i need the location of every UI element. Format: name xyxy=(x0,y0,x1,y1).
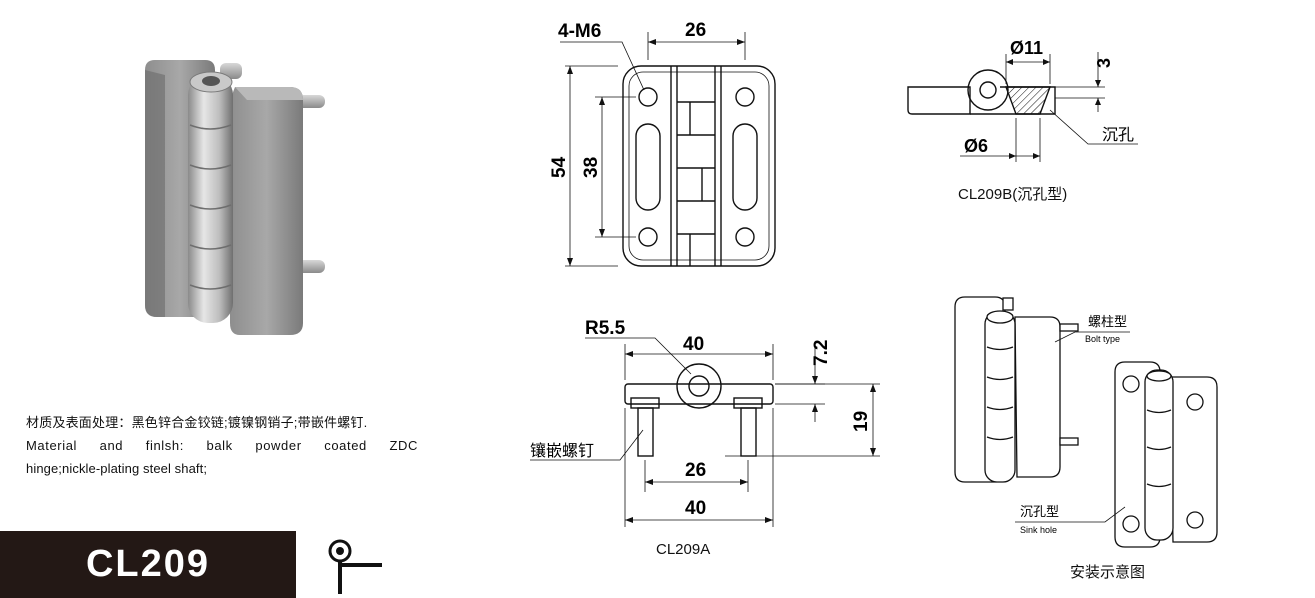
front-holes-label: 4-M6 xyxy=(558,21,601,42)
model-number: CL209 xyxy=(85,543,211,585)
install-sink-en-label: Sink hole xyxy=(1020,525,1057,535)
side-view-a-drawing: R5.5 40 7.2 19 26 40 镶嵌螺钉 xyxy=(530,318,880,527)
side-b-depth-label: 3 xyxy=(1094,58,1114,68)
caption-installation: 安装示意图 xyxy=(1070,564,1146,581)
caption-cl209a: CL209A xyxy=(656,541,711,558)
front-width-label: 26 xyxy=(685,20,706,41)
side-a-offset-label: 7.2 xyxy=(811,340,832,366)
front-view-drawing: 4-M6 26 54 38 xyxy=(549,20,776,267)
side-b-countersink-label: 沉孔 xyxy=(1102,126,1134,144)
side-b-hole-label: Ø6 xyxy=(964,136,988,156)
description-cn: 材质及表面处理：黑色锌合金铰链;镀镍钢销子;带嵌件螺钉. xyxy=(26,415,368,430)
side-a-bottom-width-label: 40 xyxy=(685,498,706,519)
install-bolt-cn-label: 螺柱型 xyxy=(1088,314,1127,329)
side-a-top-width-label: 40 xyxy=(683,334,704,355)
install-bolt-en-label: Bolt type xyxy=(1085,334,1120,344)
material-description: 材质及表面处理：黑色锌合金铰链;镀镍钢销子;带嵌件螺钉. Material an… xyxy=(26,411,418,480)
description-en-line2: hinge;nickle-plating steel shaft; xyxy=(26,461,208,476)
front-slot-label: 38 xyxy=(581,157,602,178)
side-a-height-label: 19 xyxy=(851,411,872,432)
caption-cl209b: CL209B(沉孔型) xyxy=(958,186,1068,203)
side-view-b-drawing: Ø11 3 Ø6 沉孔 xyxy=(907,38,1138,162)
hinge-render-image xyxy=(145,60,325,335)
install-sink-cn-label: 沉孔型 xyxy=(1020,504,1059,519)
side-a-stud-label: 镶嵌螺钉 xyxy=(530,441,594,460)
side-b-counterbore-label: Ø11 xyxy=(1010,38,1043,58)
side-a-stud-spacing-label: 26 xyxy=(685,460,706,481)
front-height-label: 54 xyxy=(549,156,570,178)
model-banner xyxy=(0,531,296,598)
installation-sketch: 螺柱型 Bolt type 沉孔型 Sink hole xyxy=(954,296,1218,548)
description-en-line1: Material and finlsh: balk powder coated … xyxy=(26,438,418,453)
hinge-symbol-icon xyxy=(328,539,382,594)
side-a-radius-label: R5.5 xyxy=(585,318,626,339)
